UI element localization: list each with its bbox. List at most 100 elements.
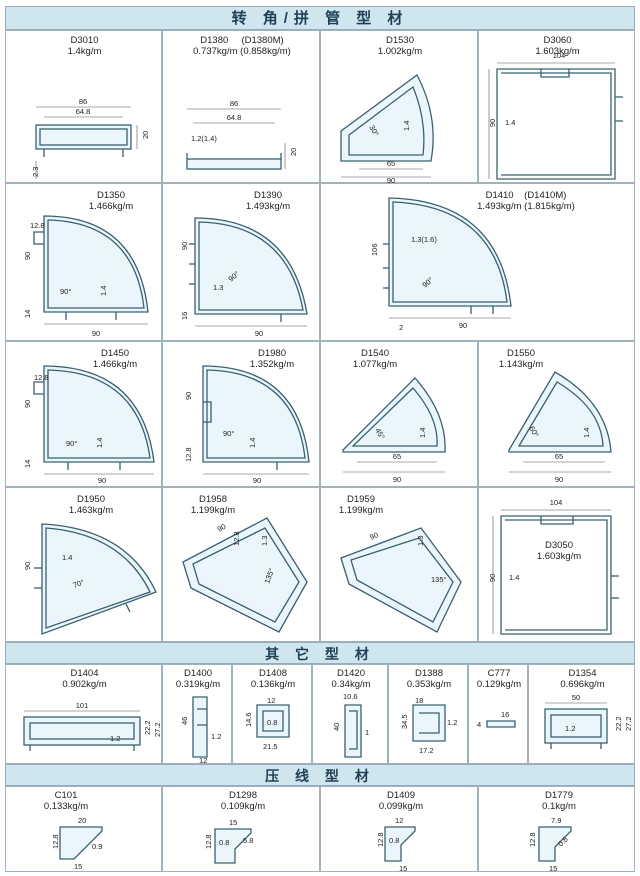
profile-drawing: 12.8 90 90° 1.4 14 90 <box>23 365 155 485</box>
dim-wall: 1.3 <box>213 283 223 292</box>
section-header-corner: 转 角/拼 管 型 材 <box>5 6 635 30</box>
section-title-corner: 转 角/拼 管 型 材 <box>231 10 409 27</box>
profile-weight: 0.129kg/m <box>476 679 522 690</box>
profile-drawing: 20 12.8 0.9 15 <box>51 816 103 871</box>
dim-width: 16 <box>501 710 509 719</box>
dim-height: 106 <box>370 243 379 256</box>
dim-height: 20 <box>289 148 298 156</box>
section-title-other: 其 它 型 材 <box>265 646 375 662</box>
profile-weight: 0.133kg/m <box>43 801 89 812</box>
profile-drawing: 34.5 18 1.2 17.2 <box>400 696 457 755</box>
profile-weight: 1.466kg/m <box>88 201 134 212</box>
dim-top: 12 <box>267 696 275 705</box>
profile-weight: 1.4kg/m <box>67 46 102 57</box>
dim-inner: 64.8 <box>227 113 242 122</box>
dim-inner: 22.2 <box>143 720 152 735</box>
dim-inner: 65 <box>387 159 395 168</box>
profile-drawing: 46 1.2 12 <box>180 696 221 765</box>
profile-drawing: 101 1.2 22.2 27.2 <box>23 701 162 751</box>
dim-height: 90 <box>23 562 32 570</box>
dim-base: 16 <box>180 312 189 320</box>
profile-cell-d1404: D1404 0.902kg/m 101 1.2 22.2 27.2 <box>5 664 162 764</box>
dim-angle: 90° <box>223 429 234 438</box>
profile-drawing: 1.4 90 70° <box>23 523 157 635</box>
dim-height: 46 <box>180 717 189 725</box>
profile-weight: 1.493kg/m <box>245 201 291 212</box>
profile-drawing: 90 1.3 135° <box>340 527 462 633</box>
profile-drawing: 104 90 1.4 <box>488 498 619 635</box>
profile-cell-d1420: D1420 0.34kg/m 10.6 40 1 <box>312 664 388 764</box>
dim-width: 104 <box>550 498 563 507</box>
profile-drawing: 10.6 40 1 <box>332 692 369 758</box>
dim-width: 90 <box>555 475 563 484</box>
profile-cell-d1550: D1550 1.143kg/m 60° 1.4 65 90 <box>478 341 635 487</box>
dim-height: 12.8 <box>204 834 213 849</box>
dim-wall: 0.9 <box>92 842 102 851</box>
profile-weight: 0.109kg/m <box>220 801 266 812</box>
dim-height: 27.2 <box>624 716 633 731</box>
profile-cell-d1958: D1958 1.199kg/m 90 12.8 1.3 135° <box>162 487 320 642</box>
profile-weight: 0.737kg/m <box>193 46 238 57</box>
dim-wall: 1.4 <box>248 438 257 448</box>
dim-height: 90 <box>23 252 32 260</box>
profile-drawing: 14.6 12 0.8 21.5 <box>244 696 290 751</box>
dim-wall: 1.4 <box>582 428 591 438</box>
dim-wall: 1.2 <box>565 724 575 733</box>
dim-height: 40 <box>332 723 341 731</box>
profile-code: D1779 <box>545 790 573 801</box>
profile-code: C101 <box>54 790 78 801</box>
dim-height: 90 <box>488 574 497 582</box>
dim-wall: 1.3 <box>260 536 269 546</box>
dim-height: 14.6 <box>244 712 253 727</box>
dim-flange: 12.8 <box>232 531 241 546</box>
profile-drawing: 90 1.3 90° 16 90 <box>180 217 308 338</box>
profile-weight: 0.136kg/m <box>250 679 296 690</box>
profile-weight: 1.352kg/m <box>249 359 295 370</box>
dim-height: 12.8 <box>528 832 537 847</box>
profile-drawing: 86 64.8 20 1.2(1.4) <box>186 99 298 170</box>
profile-code: D1388 <box>415 668 443 679</box>
dim-width: 90 <box>387 176 395 185</box>
profile-drawing: 86 64.8 20 2.3 <box>31 97 150 179</box>
dim-width: 12 <box>199 756 207 765</box>
dim-inner: 64.8 <box>76 107 91 116</box>
profile-weight: 0.696kg/m <box>560 679 605 690</box>
profile-weight: 1.143kg/m <box>498 359 544 370</box>
dim-base: 15 <box>399 864 407 873</box>
profile-code-alt: (D1380M) <box>241 35 284 46</box>
profile-drawing: 16 4 <box>477 710 516 729</box>
dim-flange: 12.8 <box>30 221 45 230</box>
dim-length: 90 <box>368 530 379 541</box>
dim-width: 101 <box>76 701 89 710</box>
profile-drawing: 7.9 12.8 0.8 15 <box>528 816 572 873</box>
profile-drawing: 12.8 90 90° 1.4 14 90 <box>23 215 149 338</box>
dim-height: 90 <box>23 400 32 408</box>
dim-height: 4 <box>477 720 481 729</box>
profile-code: D1354 <box>568 668 597 679</box>
dim-angle: 90° <box>66 439 77 448</box>
profile-cell-d1400: D1400 0.319kg/m 46 1.2 12 <box>162 664 232 765</box>
profile-drawing: 90 90° 1.4 12.8 90 <box>184 365 310 485</box>
profile-weight: 0.353kg/m <box>406 679 452 690</box>
section-title-press: 压 线 型 材 <box>265 768 375 784</box>
dim-top: 7.9 <box>551 816 561 825</box>
profile-cell-d3060: D3060 1.603kg/m 104 90 1.4 <box>478 30 635 183</box>
dim-angle: 70° <box>72 578 86 590</box>
profile-cell-d1450: D1450 1.466kg/m 12.8 90 90° 1.4 14 90 <box>5 341 162 487</box>
profile-code: D3010 <box>70 35 99 46</box>
profile-drawing: 45° 1.4 65 90 <box>342 377 446 484</box>
dim-wall: 1.2 <box>447 718 457 727</box>
dim-width: 10.6 <box>343 692 358 701</box>
profile-cell-d1540: D1540 1.077kg/m 45° 1.4 65 90 <box>320 341 478 487</box>
profile-weight: 1.077kg/m <box>352 359 398 370</box>
dim-width: 90 <box>459 321 467 330</box>
dim-base: 12.8 <box>184 447 193 462</box>
profile-cell-d1959: D1959 1.199kg/m 90 1.3 135° <box>320 487 478 642</box>
dim-width: 86 <box>230 99 238 108</box>
profile-code: D1350 <box>97 190 125 201</box>
profile-cell-d1350: D1350 1.466kg/m 12.8 90 90° 1.4 14 90 <box>5 183 162 341</box>
profile-code: D1420 <box>337 668 365 679</box>
profile-code: D1540 <box>361 348 389 359</box>
section-header-other: 其 它 型 材 <box>5 642 635 664</box>
profile-drawing: 30° 1.4 65 90 <box>340 74 434 185</box>
